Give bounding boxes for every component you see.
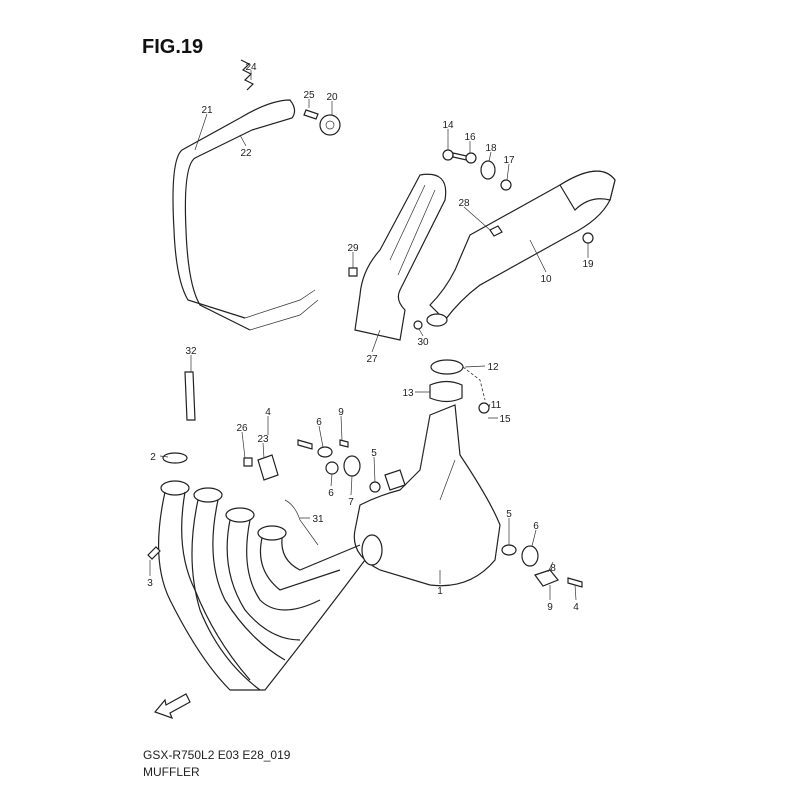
clamp-12 [430, 359, 464, 375]
callout: 5 [506, 509, 512, 520]
callout: 6 [316, 417, 322, 428]
callout: 16 [464, 132, 476, 143]
throttle-cables [172, 59, 319, 331]
callout: 7 [348, 497, 354, 508]
callout: 29 [347, 243, 359, 254]
callout: 19 [582, 259, 594, 270]
callout: 6 [328, 488, 334, 499]
front-direction-arrow-icon [153, 693, 191, 720]
callout: 22 [240, 148, 252, 159]
callout: 30 [417, 337, 429, 348]
callout: 4 [573, 602, 579, 613]
heat-shield-27 [354, 173, 447, 341]
callout: 4 [265, 407, 271, 418]
callout: 27 [366, 354, 378, 365]
callout: 14 [442, 120, 454, 131]
callout: 1 [437, 586, 443, 597]
callout: 24 [245, 62, 257, 73]
callout: 15 [499, 414, 511, 425]
callout: 3 [147, 578, 153, 589]
callout: 9 [547, 602, 553, 613]
callout-labels: 24 25 20 21 22 14 16 18 17 28 29 10 19 3… [147, 62, 594, 613]
callout: 5 [371, 448, 377, 459]
callout: 31 [312, 514, 324, 525]
callout: 12 [487, 362, 499, 373]
callout: 23 [257, 434, 269, 445]
figure-title: FIG.19 [142, 36, 204, 58]
bolt-25 [303, 109, 319, 120]
callout: 26 [236, 423, 248, 434]
callout: 2 [150, 452, 156, 463]
section-name: MUFFLER [143, 765, 200, 779]
callout: 6 [533, 521, 539, 532]
callout: 9 [338, 407, 344, 418]
callout: 32 [185, 346, 197, 357]
cable-pulley-20 [319, 114, 341, 136]
callout: 13 [402, 388, 414, 399]
callout: 28 [458, 198, 470, 209]
callout: 17 [503, 155, 515, 166]
callout: 11 [491, 400, 502, 411]
exhaust-header-pipes [157, 452, 383, 691]
bracket-32 [184, 371, 196, 421]
silencer-10 [426, 170, 616, 327]
callout: 18 [485, 143, 497, 154]
callout: 10 [540, 274, 552, 285]
callout: 21 [201, 105, 213, 116]
callout: 8 [550, 563, 556, 574]
gasket-13 [429, 380, 463, 403]
callout: 20 [326, 92, 338, 103]
callout: 25 [303, 90, 315, 101]
hardware-lower [147, 439, 583, 588]
model-code: GSX-R750L2 E03 E28_019 [143, 748, 291, 762]
exhaust-chamber-1 [353, 404, 501, 587]
leader-lines [149, 70, 589, 601]
